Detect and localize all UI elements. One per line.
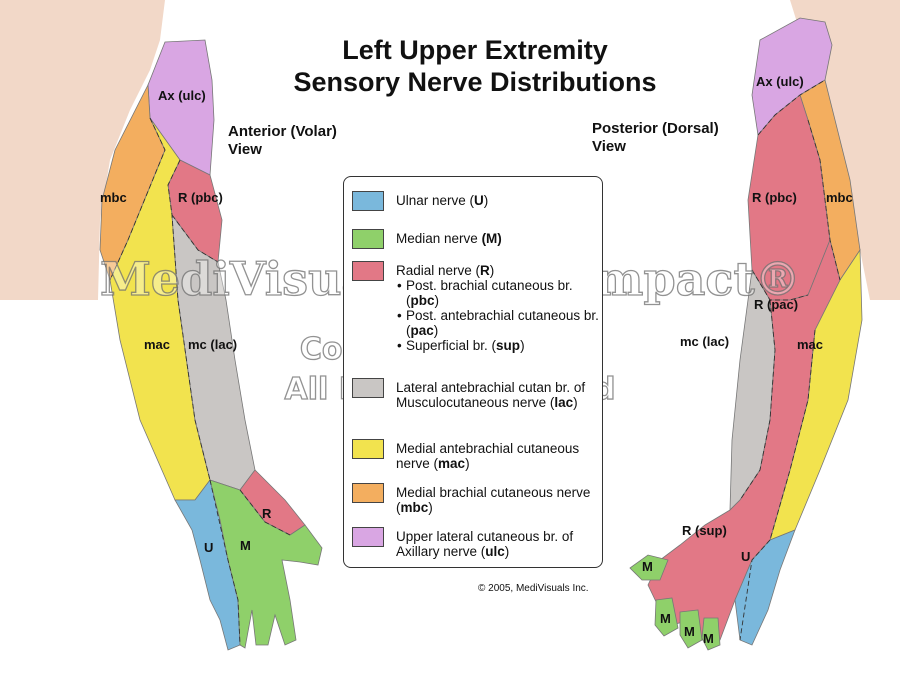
legend-text-mbc: Medial brachial cutaneous nerve (	[396, 485, 591, 515]
legend-text-lac: Lateral antebrachial cutan br. of Muscul…	[396, 380, 586, 410]
legend-abbr-mbc: mbc	[400, 500, 429, 515]
title-line1: Left Upper Extremity	[342, 35, 608, 65]
anterior-label-lac: mc (lac)	[188, 337, 238, 352]
legend-abbr-lac: lac	[554, 395, 574, 410]
anterior-arm	[0, 0, 323, 651]
posterior-label-lac: mc (lac)	[680, 334, 730, 349]
posterior-region-median-ring	[701, 617, 721, 651]
anterior-label-mac: mac	[144, 337, 171, 352]
legend-swatch-lac	[352, 378, 384, 398]
anterior-label-ulc: Ax (ulc)	[158, 88, 206, 103]
posterior-region-ulnar	[734, 529, 796, 646]
posterior-label-m-ring: M	[703, 631, 714, 646]
legend-abbr-ulnar: U	[474, 193, 484, 208]
posterior-view-line1: Posterior (Dorsal)	[592, 120, 719, 137]
posterior-label-ulc: Ax (ulc)	[756, 74, 804, 89]
posterior-label-pbc: R (pbc)	[752, 190, 797, 205]
radial-branch-pac-text: Post. antebrachial cutaneous br. (	[406, 308, 599, 338]
legend-text-mac-end: )	[465, 456, 470, 471]
anterior-label-u: U	[204, 540, 214, 555]
legend-swatch-radial	[352, 261, 384, 281]
radial-branch-sup-end: )	[520, 338, 525, 353]
posterior-label-mbc: mbc	[826, 190, 853, 205]
radial-branch-pac-end: )	[433, 323, 439, 338]
legend-abbr-radial: R	[480, 263, 490, 278]
legend-abbr-ulc: ulc	[485, 544, 505, 559]
legend-text-ulnar: Ulnar nerve (	[396, 193, 475, 208]
posterior-label-mac: mac	[797, 337, 824, 352]
radial-branch-pbc: Post. brachial cutaneous br. (pbc)	[397, 278, 602, 308]
posterior-label-pac: R (pac)	[754, 297, 799, 312]
anterior-label-pbc: R (pbc)	[178, 190, 223, 205]
posterior-label-sup: R (sup)	[682, 523, 727, 538]
posterior-label-m-index: M	[660, 611, 671, 626]
radial-branch-pac: Post. antebrachial cutaneous br. (pac)	[397, 308, 602, 338]
anterior-label-r: R	[262, 506, 272, 521]
anterior-view-label: Anterior (Volar) View	[228, 123, 337, 159]
posterior-view-label: Posterior (Dorsal) View	[592, 120, 719, 156]
radial-branch-sup: Superficial br. (sup)	[397, 338, 602, 353]
legend-text-radial: Radial nerve (	[396, 263, 481, 278]
title-line2: Sensory Nerve Distributions	[293, 67, 657, 97]
radial-branch-pbc-abbr: pbc	[410, 293, 435, 308]
legend-text-ulc-end: )	[504, 544, 510, 559]
anterior-label-mbc: mbc	[100, 190, 127, 205]
legend-text-ulnar-end: )	[483, 193, 489, 208]
legend-text-mac: Medial antebrachial cutaneous nerve (	[396, 441, 580, 471]
legend-text-lac-end: )	[573, 395, 578, 410]
posterior-region-median-thumb	[629, 554, 669, 581]
radial-branch-list: Post. brachial cutaneous br. (pbc) Post.…	[396, 278, 602, 353]
radial-branch-pac-abbr: pac	[410, 323, 434, 338]
posterior-label-u: U	[741, 549, 751, 564]
radial-branch-pbc-text: Post. brachial cutaneous br. (	[406, 278, 573, 308]
legend-swatch-ulc	[352, 527, 384, 547]
legend-swatch-mbc	[352, 483, 384, 503]
legend-text-median: Median nerve	[396, 231, 482, 246]
anterior-label-m: M	[240, 538, 251, 553]
legend-box: Ulnar nerve (U) Median nerve (M) Radial …	[343, 176, 603, 568]
copyright-notice: © 2005, MediVisuals Inc.	[478, 583, 589, 594]
posterior-view-line2: View	[592, 138, 626, 155]
posterior-label-m-thumb: M	[642, 559, 653, 574]
legend-swatch-mac	[352, 439, 384, 459]
legend-abbr-median: (M)	[481, 231, 502, 246]
legend-text-radial-end: )	[489, 263, 495, 278]
legend-swatch-median	[352, 229, 384, 249]
anterior-shoulder-skin	[0, 0, 165, 300]
legend-text-ulc: Upper lateral cutaneous br. of Axillary …	[396, 529, 574, 559]
diagram-title: Left Upper Extremity Sensory Nerve Distr…	[225, 34, 725, 98]
legend-abbr-mac: mac	[438, 456, 466, 471]
legend-swatch-ulnar	[352, 191, 384, 211]
posterior-arm	[629, 0, 900, 651]
posterior-region-median-index	[654, 597, 679, 637]
radial-branch-sup-text: Superficial br. (	[406, 338, 497, 353]
posterior-region-median-middle	[679, 609, 703, 649]
legend-text-mbc-end: )	[428, 500, 433, 515]
anterior-view-line1: Anterior (Volar)	[228, 123, 337, 140]
radial-branch-sup-abbr: sup	[496, 338, 521, 353]
radial-branch-pbc-end: )	[434, 293, 440, 308]
posterior-label-m-middle: M	[684, 624, 695, 639]
anterior-view-line2: View	[228, 141, 262, 158]
